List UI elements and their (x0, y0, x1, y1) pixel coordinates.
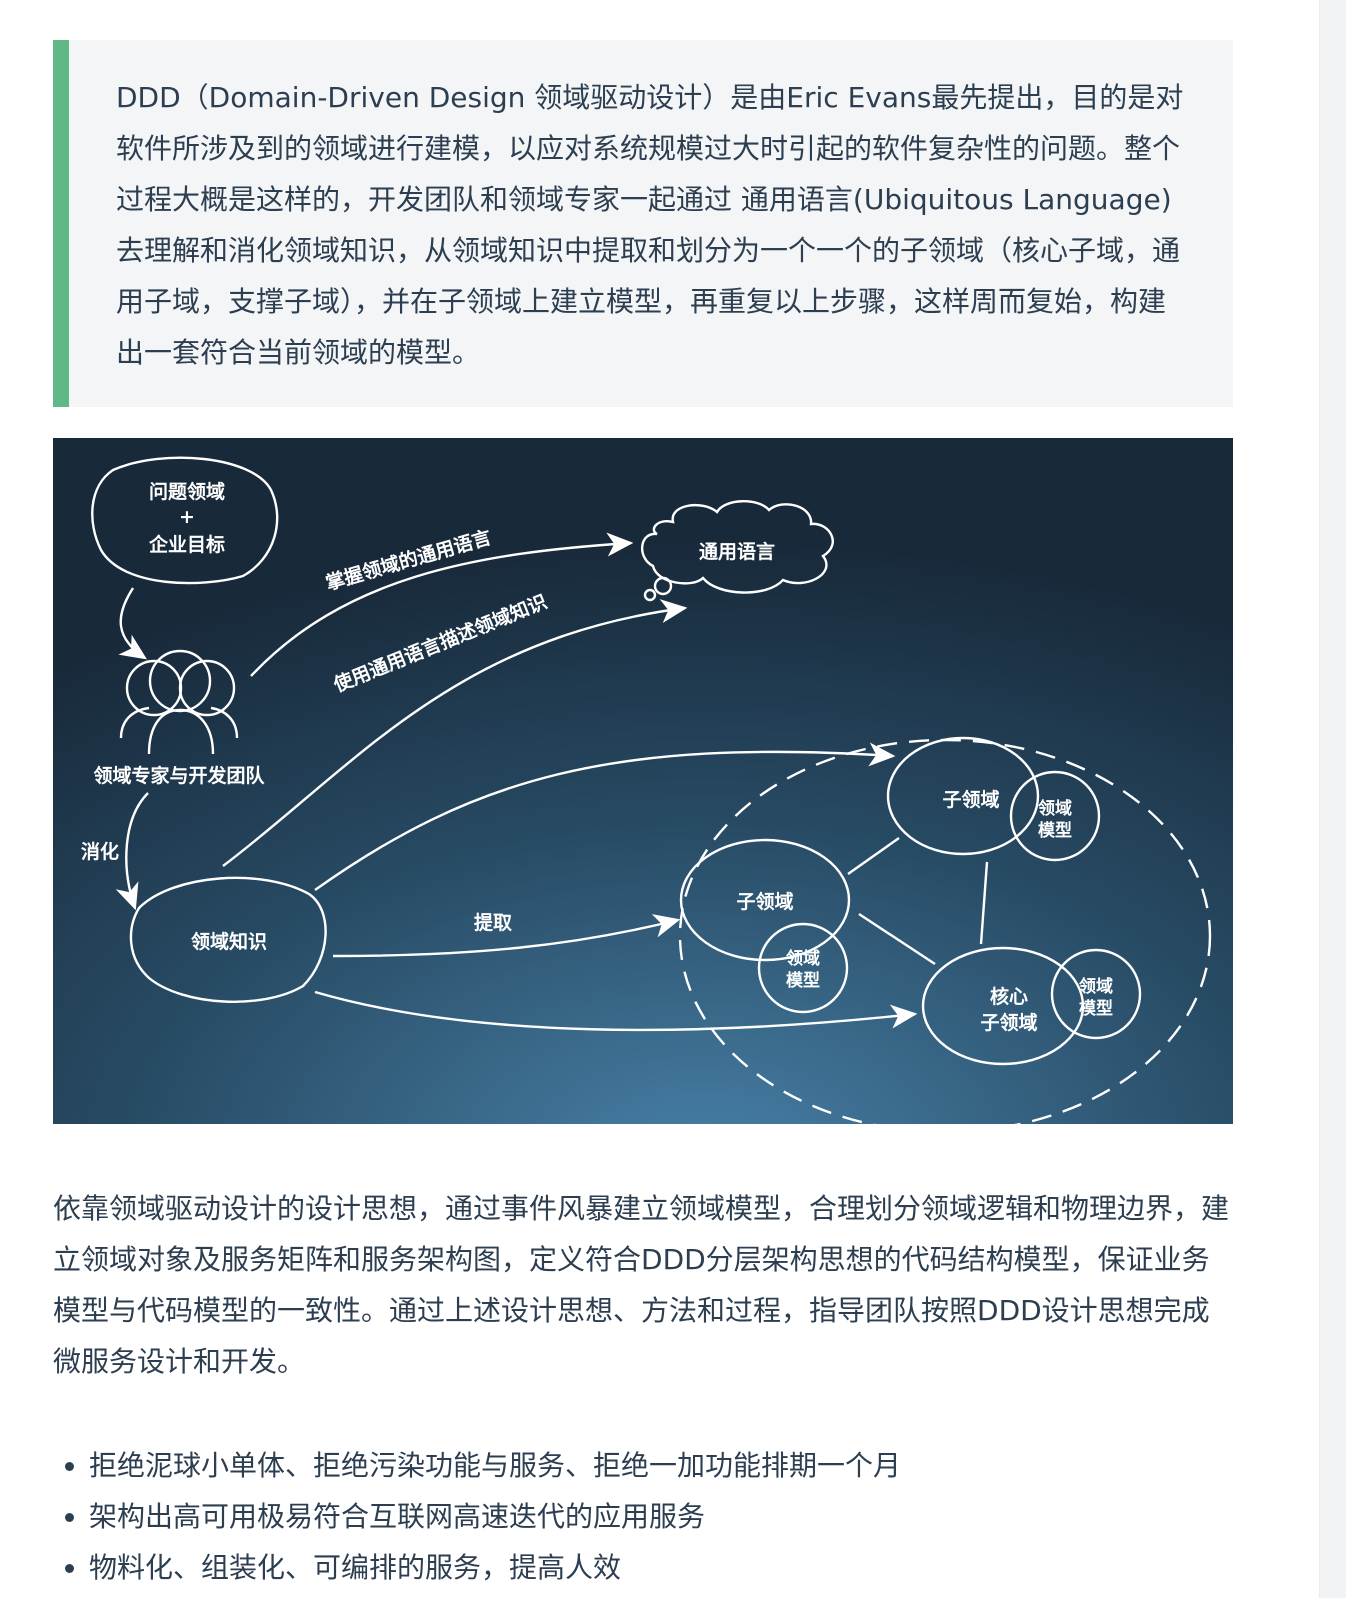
subdomain-top-ellipse (886, 736, 1040, 856)
domain-model-top-label-2: 模型 (1038, 820, 1072, 841)
body-paragraph: 依靠领域驱动设计的设计思想，通过事件风暴建立领域模型，合理划分领域逻辑和物理边界… (53, 1192, 1230, 1378)
domain-model-core-circle (1050, 948, 1142, 1040)
article-content: DDD（Domain-Driven Design 领域驱动设计）是由Eric E… (53, 40, 1233, 1584)
problem-domain-label-2: + (179, 506, 195, 528)
arrow-to-top-subdomain (314, 742, 896, 891)
domain-knowledge-label: 领域知识 (191, 930, 267, 953)
arrow-problem-to-team (118, 587, 147, 660)
subdomain-left-ellipse (679, 838, 851, 962)
link-top-to-core (979, 861, 989, 945)
digest-label: 消化 (81, 840, 119, 863)
domain-model-top-label-1: 领域 (1038, 798, 1072, 819)
list-item: 架构出高可用极易符合互联网高速迭代的应用服务 (65, 1491, 1269, 1542)
intro-blockquote: DDD（Domain-Driven Design 领域驱动设计）是由Eric E… (53, 40, 1233, 407)
subdomain-top-label: 子领域 (942, 788, 999, 811)
core-subdomain-ellipse (921, 946, 1085, 1066)
domain-model-core-label-2: 模型 (1079, 998, 1113, 1019)
benefits-list: 拒绝泥球小单体、拒绝污染功能与服务、拒绝一加功能排期一个月 架构出高可用极易符合… (53, 1440, 1269, 1593)
arrow-extract (332, 914, 681, 958)
scrollbar-track[interactable] (1319, 0, 1346, 1598)
domain-model-left-circle (757, 922, 849, 1014)
ddd-process-diagram: 问题领域 + 企业目标 通用语言 领域专家与开发团队 领域知识 提取 子领域 子… (53, 438, 1233, 1124)
link-left-to-core (858, 912, 936, 966)
cloud-bubble-small (643, 588, 657, 602)
ubiquitous-language-cloud (641, 500, 834, 594)
domain-model-top-circle (1009, 770, 1101, 862)
domain-model-left-label-2: 模型 (786, 970, 820, 991)
list-item: 物料化、组装化、可编排的服务，提高人效 (65, 1542, 1269, 1593)
ubiquitous-language-label: 通用语言 (699, 540, 775, 563)
domain-model-left-label-1: 领域 (786, 948, 820, 969)
core-subdomain-label-1: 核心 (990, 985, 1028, 1008)
arrow-to-core-subdomain (314, 990, 918, 1032)
cloud-bubble-large (653, 576, 673, 596)
problem-domain-label-1: 问题领域 (149, 480, 225, 503)
core-subdomain-label-2: 子领域 (980, 1011, 1037, 1034)
problem-domain-label-3: 企业目标 (148, 533, 225, 556)
subdomain-left-label: 子领域 (736, 890, 793, 913)
team-label: 领域专家与开发团队 (93, 764, 265, 787)
domain-model-core-label-1: 领域 (1079, 976, 1113, 997)
intro-quote-text: DDD（Domain-Driven Design 领域驱动设计）是由Eric E… (116, 81, 1184, 369)
problem-domain-blob (91, 456, 279, 585)
arrow-team-to-knowledge (115, 792, 149, 911)
arrow-describe-knowledge (222, 599, 688, 867)
arrow-master-language (250, 532, 634, 677)
link-left-to-top (847, 837, 900, 875)
domain-knowledge-blob (129, 876, 327, 1003)
team-people-icon (119, 649, 239, 755)
extract-label: 提取 (474, 911, 512, 934)
list-item: 拒绝泥球小单体、拒绝污染功能与服务、拒绝一加功能排期一个月 (65, 1440, 1269, 1491)
